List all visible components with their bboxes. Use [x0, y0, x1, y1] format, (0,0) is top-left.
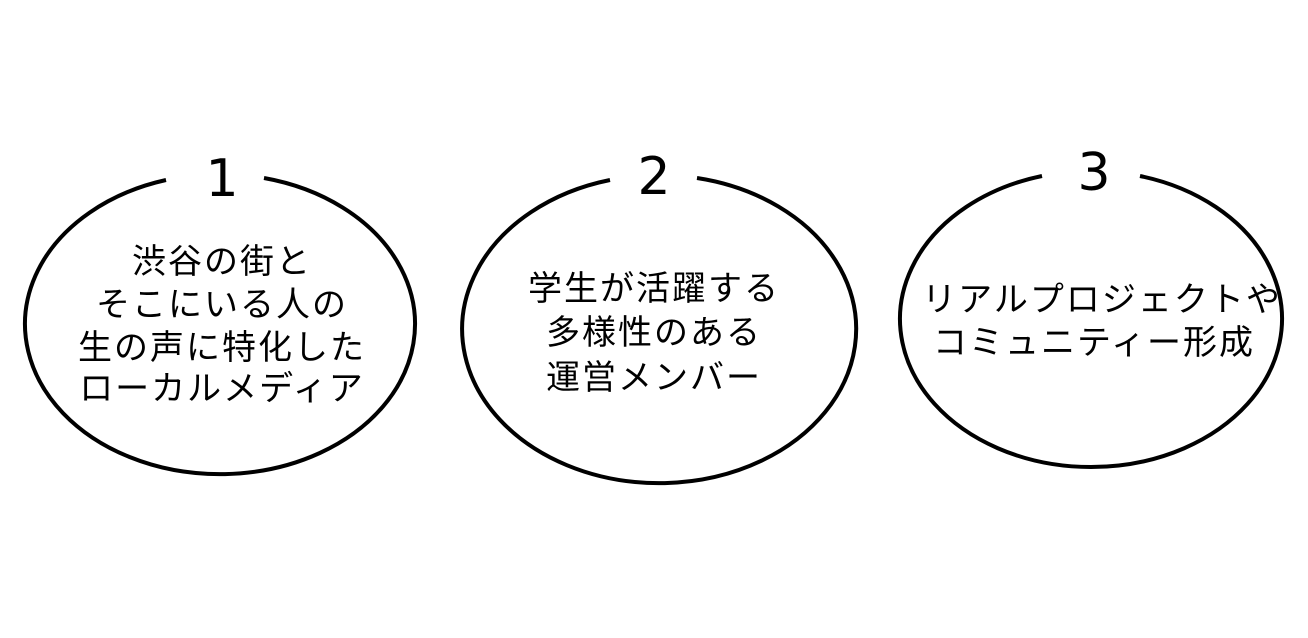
- pillar-3-ellipse: [898, 174, 1284, 470]
- pillar-1-ellipse: [23, 176, 417, 477]
- pillar-1-number: 1: [205, 149, 238, 209]
- pillar-3-line-2: コミュニティー形成: [933, 323, 1255, 363]
- pillar-2-ellipse: [460, 176, 859, 486]
- pillar-2-line-2: 多様性のある: [546, 313, 762, 353]
- pillar-2-line-1: 学生が活躍する: [528, 269, 780, 309]
- pillar-2: 2 学生が活躍する 多様性のある 運営メンバー: [460, 147, 859, 486]
- pillar-3-line-1: リアルプロジェクトや: [922, 280, 1282, 320]
- pillar-1-line-3: 生の声に特化した: [78, 328, 366, 368]
- pillar-2-number: 2: [637, 147, 670, 207]
- pillar-2-line-3: 運営メンバー: [546, 358, 762, 398]
- pillar-1-line-4: ローカルメディア: [79, 369, 365, 409]
- pillar-1-line-2: そこにいる人の: [96, 285, 348, 325]
- pillar-1-line-1: 渋谷の街と: [132, 242, 312, 282]
- pillar-1: 1 渋谷の街と そこにいる人の 生の声に特化した ローカルメディア: [23, 149, 417, 477]
- pillar-3-number: 3: [1077, 143, 1110, 203]
- pillar-3: 3 リアルプロジェクトや コミュニティー形成: [898, 143, 1284, 470]
